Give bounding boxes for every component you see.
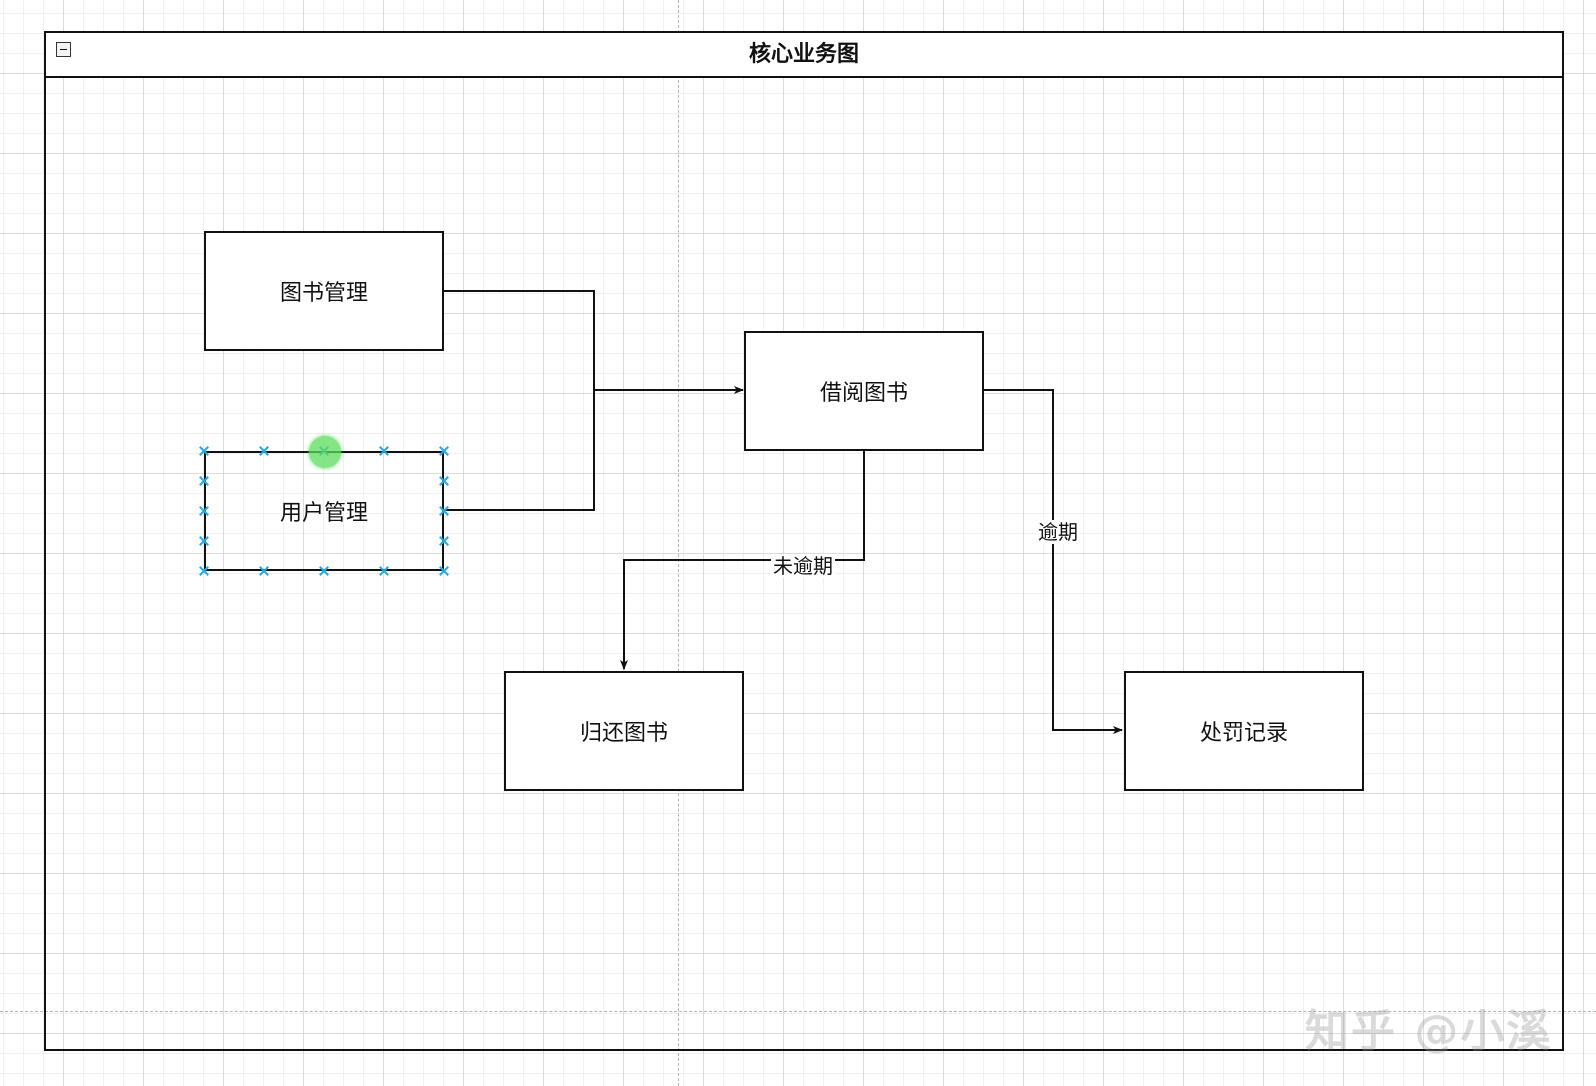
edge-borrow-to-penalty[interactable] — [984, 389, 1123, 734]
connection-point[interactable] — [259, 566, 269, 576]
node-borrow-book[interactable]: 借阅图书 — [744, 331, 984, 451]
edge-user-mgmt-to-borrow[interactable] — [444, 390, 595, 511]
node-book-management[interactable]: 图书管理 — [204, 231, 444, 351]
resize-handle-w[interactable] — [199, 506, 209, 516]
edge-label-not-overdue[interactable]: 未逾期 — [771, 554, 835, 578]
connection-point[interactable] — [259, 446, 269, 456]
node-penalty-record[interactable]: 处罚记录 — [1124, 671, 1364, 791]
resize-handle-s[interactable] — [319, 566, 329, 576]
page-break-horizontal — [0, 1011, 1596, 1012]
resize-handle-ne[interactable] — [439, 446, 449, 456]
container-header[interactable]: 核心业务图 — [46, 33, 1562, 78]
resize-handle-e[interactable] — [439, 506, 449, 516]
resize-handle-nw[interactable] — [199, 446, 209, 456]
watermark: 知乎 @小溪 — [1305, 1006, 1553, 1057]
rotate-handle-icon[interactable] — [309, 436, 341, 468]
resize-handle-sw[interactable] — [199, 566, 209, 576]
container-title[interactable]: 核心业务图 — [748, 42, 859, 67]
connection-point[interactable] — [199, 536, 209, 546]
connection-point[interactable] — [199, 476, 209, 486]
resize-handle-se[interactable] — [439, 566, 449, 576]
edge-label-overdue[interactable]: 逾期 — [1036, 520, 1080, 544]
node-user-management[interactable]: 用户管理 — [204, 451, 444, 571]
connection-point[interactable] — [439, 536, 449, 546]
connection-point[interactable] — [379, 566, 389, 576]
connection-point[interactable] — [379, 446, 389, 456]
node-return-book[interactable]: 归还图书 — [504, 671, 744, 791]
collapse-toggle-icon[interactable] — [56, 42, 71, 57]
edge-borrow-to-return[interactable] — [620, 450, 865, 670]
page-break-vertical — [678, 0, 679, 1086]
swimlane-container[interactable]: 核心业务图 — [44, 31, 1564, 1051]
connection-point[interactable] — [439, 476, 449, 486]
edge-book-mgmt-to-borrow[interactable] — [444, 290, 744, 394]
